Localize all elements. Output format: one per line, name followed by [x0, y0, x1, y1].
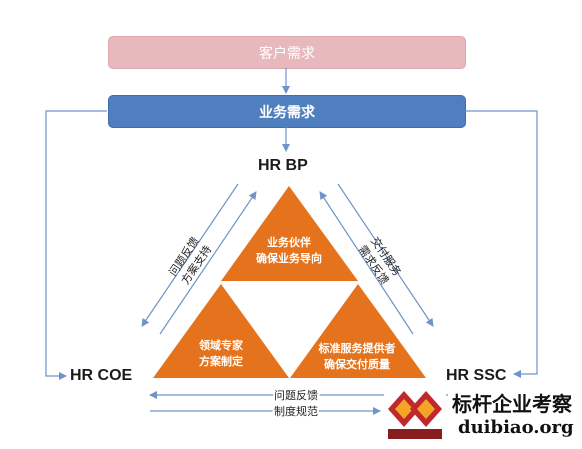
arrow-business-to-coe — [45, 110, 107, 380]
triangle-top-line2: 确保业务导向 — [256, 251, 322, 265]
customer-demand-box: 客户需求 — [108, 36, 466, 69]
node-hr-ssc: HR SSC — [446, 367, 507, 384]
arrow-left-inner — [159, 191, 257, 335]
triangle-right-line1: 标准服务提供者 — [318, 341, 396, 355]
logo-chinese-text: 标杆企业考察 — [452, 392, 572, 416]
arrow-left-outer — [141, 183, 239, 327]
logo-domain-text: duibiao.org — [458, 417, 574, 438]
business-demand-box: 业务需求 — [108, 95, 466, 128]
triangle-top — [221, 186, 358, 281]
node-hr-bp: HR BP — [258, 157, 308, 174]
business-demand-label: 业务需求 — [259, 104, 315, 121]
edge-bottom-label-1: 问题反馈 — [274, 389, 318, 402]
triangle-top-line1: 业务伙伴 — [267, 235, 311, 249]
triangle-left-line2: 方案制定 — [199, 354, 243, 368]
customer-demand-label: 客户需求 — [259, 45, 315, 62]
triangle-right — [290, 284, 426, 378]
triangle-left — [153, 284, 289, 378]
arrow-right-inner — [319, 191, 414, 335]
triangle-right-line2: 确保交付质量 — [324, 357, 390, 371]
logo: 标杆企业考察 duibiao.org — [384, 383, 582, 443]
logo-emblem-icon — [384, 383, 446, 443]
arrow-right-outer — [337, 183, 434, 327]
node-hr-coe: HR COE — [70, 367, 133, 384]
arrow-business-to-ssc — [465, 110, 538, 378]
triangle-left-line1: 领域专家 — [198, 338, 244, 352]
edge-bottom-label-2: 制度规范 — [274, 404, 318, 418]
